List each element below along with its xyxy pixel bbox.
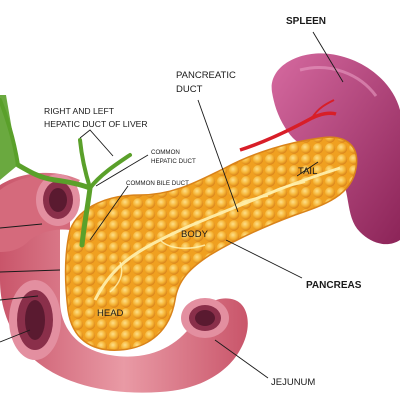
label-body: BODY [181,229,209,240]
leader-spleen [312,31,344,83]
leader-hepatic-duct [79,129,114,157]
leader-left-1 [0,223,43,229]
splenic-artery [239,111,337,152]
leader-left-2 [0,269,61,273]
pancreas-organ [64,136,358,351]
leader-tail [296,161,319,177]
label-common-hepatic-1: COMMON [151,149,180,156]
label-hepatic-duct-1: RIGHT AND LEFT [44,106,115,116]
leader-left-3 [0,295,39,301]
label-tail: TAIL [298,166,317,177]
leader-common-bile [89,185,129,241]
label-pancreas: PANCREAS [306,280,362,291]
gallbladder-duct [0,95,18,180]
leader-pancreatic-duct [197,99,239,213]
leader-left-4 [0,329,31,343]
label-common-bile: COMMON BILE DUCT [126,180,189,187]
label-head: HEAD [97,308,124,319]
label-pancreatic-duct-2: DUCT [176,84,203,95]
leader-pancreas [225,239,303,279]
duodenum [0,172,248,393]
label-common-hepatic-2: HEPATIC DUCT [151,158,196,165]
label-hepatic-duct-2: HEPATIC DUCT OF LIVER [44,119,148,129]
leader-common-hepatic [95,154,149,187]
label-jejunum: JEJUNUM [271,377,315,388]
label-pancreatic-duct-1: PANCREATIC [176,70,236,81]
pancreatic-duct [93,166,341,301]
label-spleen: SPLEEN [286,16,326,27]
leader-jejunum [214,339,269,379]
